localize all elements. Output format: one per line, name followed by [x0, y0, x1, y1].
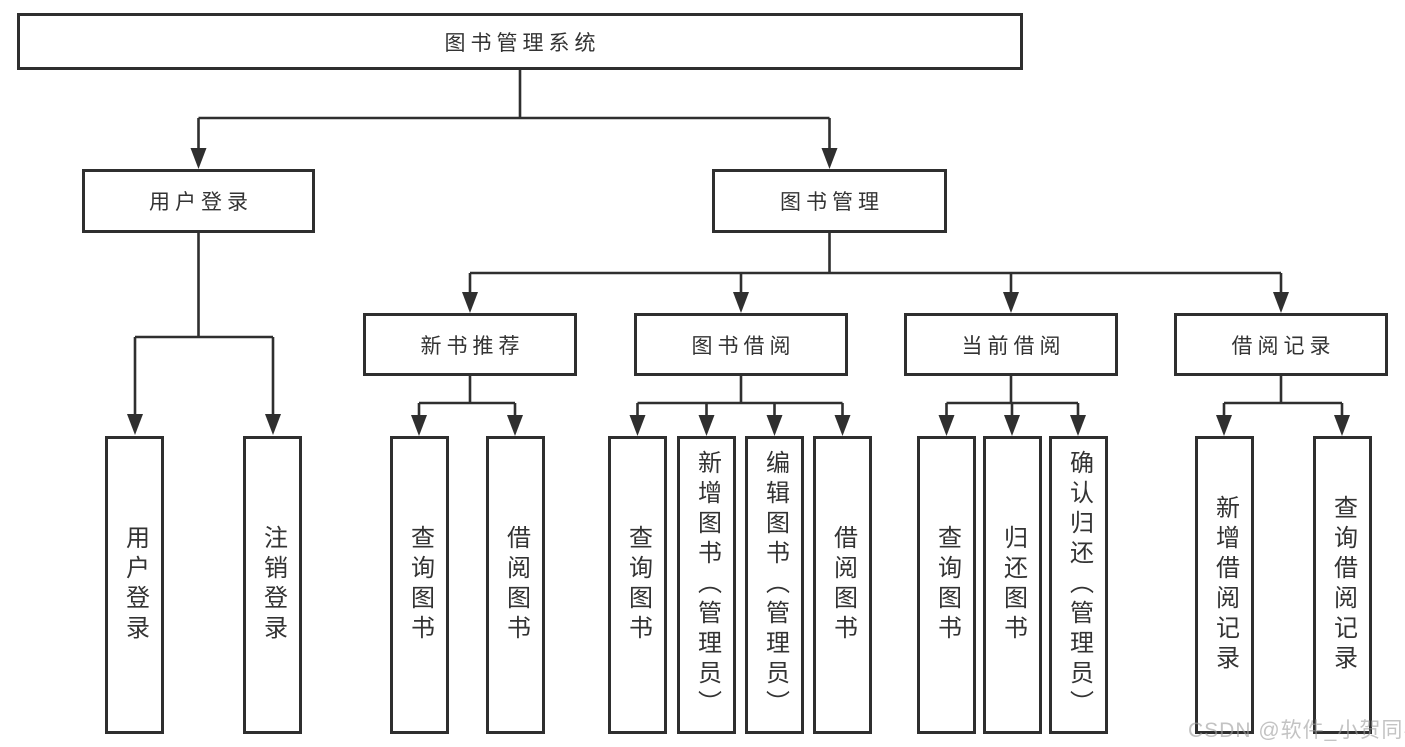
arrowhead: [1273, 292, 1289, 313]
leaf-box-recommend-borrow-books: 借阅图书: [486, 436, 545, 734]
leaf-label-current-confirm-return-admin: 确认归还（管理员）: [1065, 450, 1093, 720]
arrowhead: [629, 415, 646, 436]
leaf-box-borrowing-borrow-books: 借阅图书: [813, 436, 872, 734]
arrowhead: [1004, 415, 1020, 436]
arrowhead: [1216, 415, 1232, 436]
arrowhead: [766, 415, 783, 436]
node-label-system-root: 图书管理系统: [444, 31, 601, 55]
leaf-label-borrowing-borrow-books: 借阅图书: [829, 525, 857, 645]
leaf-label-recommend-query-books: 查询图书: [406, 525, 434, 645]
leaf-label-logout: 注销登录: [259, 525, 287, 645]
leaf-label-borrowing-query-books: 查询图书: [624, 525, 652, 645]
leaf-box-records-add-record: 新增借阅记录: [1195, 436, 1254, 734]
leaf-label-recommend-borrow-books: 借阅图书: [502, 525, 530, 645]
arrowhead: [190, 148, 207, 169]
leaf-label-current-return-books: 归还图书: [999, 525, 1027, 645]
arrowhead: [462, 292, 478, 313]
leaf-label-borrowing-edit-books-admin: 编辑图书（管理员）: [761, 450, 789, 720]
leaf-box-records-query-record: 查询借阅记录: [1313, 436, 1372, 734]
arrowhead-group: [127, 148, 1350, 436]
leaf-box-borrowing-query-books: 查询图书: [608, 436, 667, 734]
node-box-book-management: 图书管理: [712, 169, 947, 233]
arrowhead: [265, 414, 281, 435]
leaf-box-current-return-books: 归还图书: [983, 436, 1042, 734]
leaf-label-borrowing-add-books-admin: 新增图书（管理员）: [693, 450, 721, 720]
node-box-system-root: 图书管理系统: [17, 13, 1023, 70]
arrowhead: [733, 292, 749, 313]
leaf-label-records-add-record: 新增借阅记录: [1211, 495, 1239, 675]
arrowhead: [1334, 415, 1350, 436]
leaf-label-current-query-books: 查询图书: [933, 525, 961, 645]
node-box-book-borrowing: 图书借阅: [634, 313, 848, 376]
arrowhead: [1003, 292, 1019, 313]
arrowhead: [698, 415, 715, 436]
node-label-new-book-recommend: 新书推荐: [420, 334, 525, 358]
arrowhead: [127, 414, 143, 435]
leaf-label-records-query-record: 查询借阅记录: [1329, 495, 1357, 675]
csdn-watermark: CSDN @软件_小贺同学: [1188, 719, 1405, 742]
node-label-book-borrowing: 图书借阅: [691, 334, 796, 358]
node-label-book-management: 图书管理: [780, 191, 884, 214]
arrowhead: [1070, 415, 1086, 436]
node-label-current-borrowing: 当前借阅: [961, 334, 1066, 358]
leaf-box-borrowing-add-books-admin: 新增图书（管理员）: [677, 436, 736, 734]
node-box-current-borrowing: 当前借阅: [904, 313, 1118, 376]
arrowhead: [834, 415, 851, 436]
leaf-box-current-confirm-return-admin: 确认归还（管理员）: [1049, 436, 1108, 734]
leaf-label-user-login: 用户登录: [121, 525, 149, 645]
arrowhead: [411, 415, 427, 436]
leaf-box-recommend-query-books: 查询图书: [390, 436, 449, 734]
arrowhead: [938, 415, 955, 436]
node-label-user-login-group: 用户登录: [149, 191, 253, 214]
node-box-user-login-group: 用户登录: [82, 169, 315, 233]
leaf-box-logout: 注销登录: [243, 436, 302, 734]
leaf-box-current-query-books: 查询图书: [917, 436, 976, 734]
node-box-borrow-records: 借阅记录: [1174, 313, 1388, 376]
leaf-box-borrowing-edit-books-admin: 编辑图书（管理员）: [745, 436, 804, 734]
arrowhead: [507, 415, 523, 436]
node-box-new-book-recommend: 新书推荐: [363, 313, 577, 376]
leaf-box-user-login: 用户登录: [105, 436, 164, 734]
node-label-borrow-records: 借阅记录: [1231, 334, 1336, 358]
arrowhead: [821, 148, 838, 169]
